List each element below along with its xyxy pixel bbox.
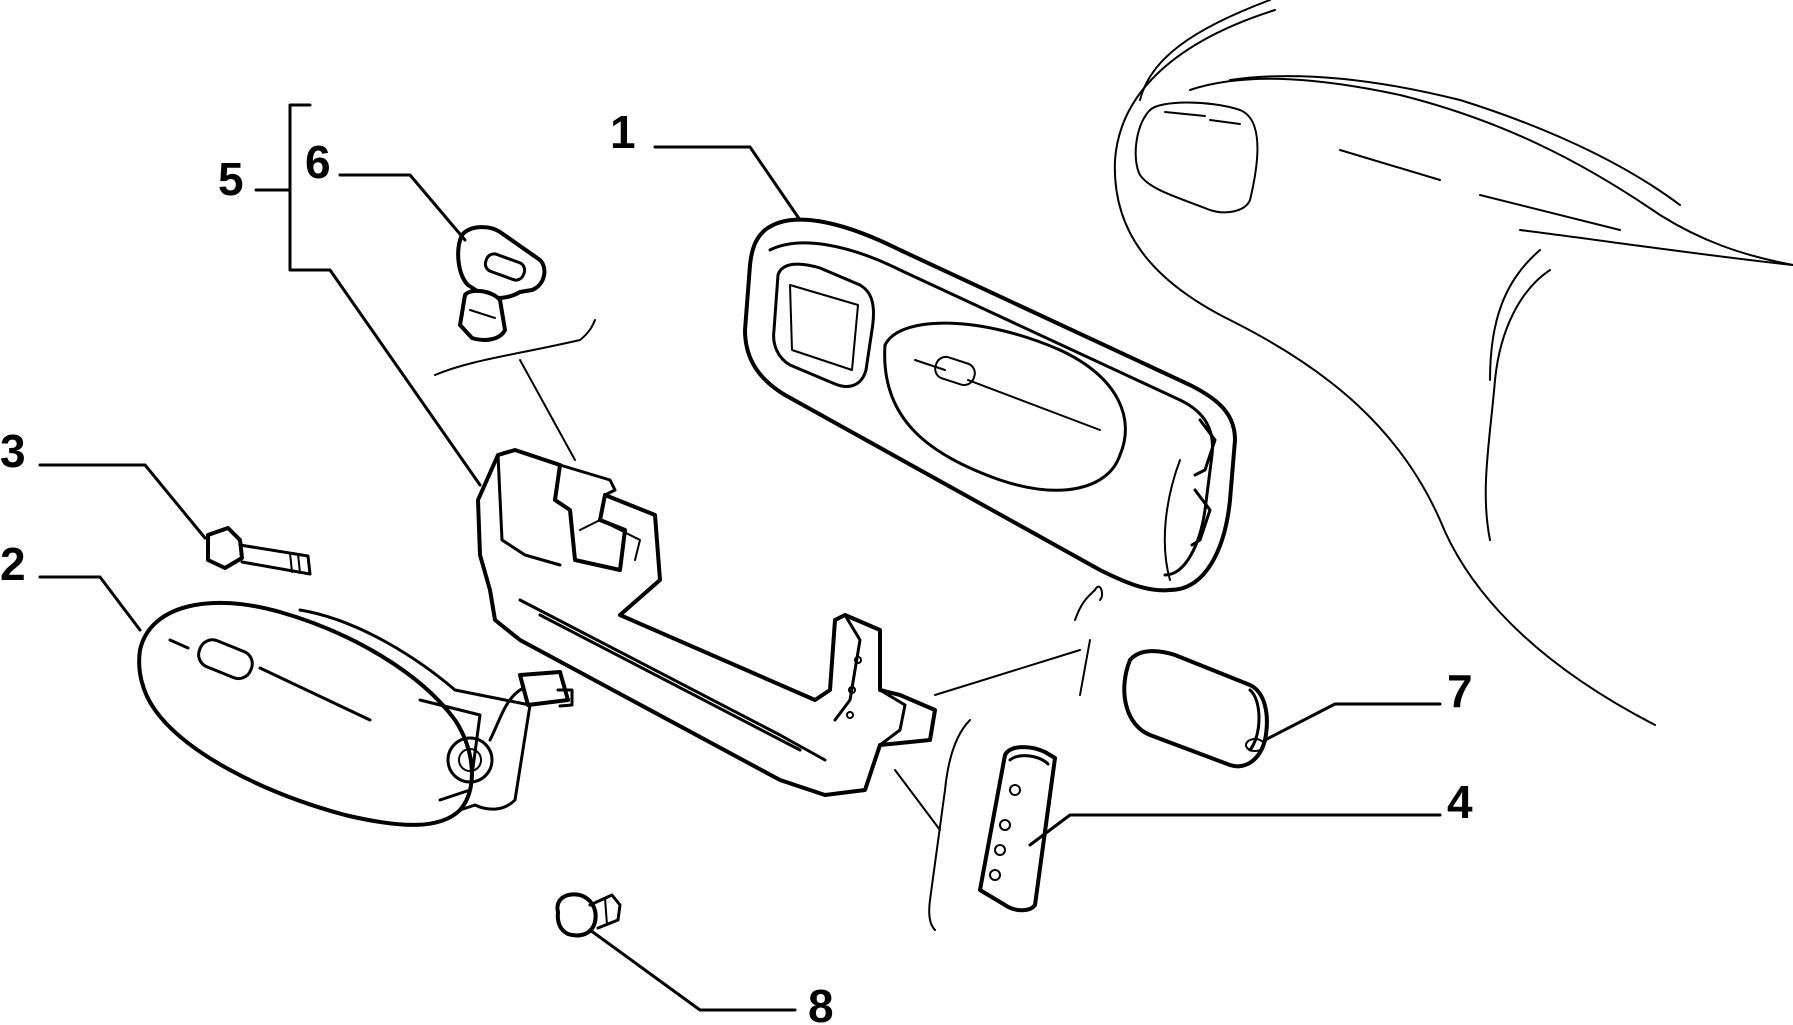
callout-labels: 1 2 3 4 5 6 7 8: [0, 106, 1473, 1025]
part-4-bracket-plate: [978, 745, 1057, 913]
cut-lines: [434, 319, 1104, 931]
part-1-instrument-bezel: [743, 217, 1237, 593]
callout-2: 2: [0, 538, 26, 590]
callout-7: 7: [1447, 665, 1473, 717]
leader-lines: [38, 103, 1442, 1012]
callout-3: 3: [0, 425, 26, 477]
part-8-push-pin: [555, 892, 622, 938]
part-3-bolt: [206, 526, 312, 576]
callout-6: 6: [305, 136, 331, 188]
callout-8: 8: [808, 980, 834, 1025]
callout-4: 4: [1447, 776, 1473, 828]
callout-1: 1: [610, 106, 636, 158]
part-6-clip: [456, 225, 547, 342]
callout-5: 5: [218, 153, 244, 205]
part-2-instrument-cluster: [137, 600, 574, 827]
part-7-cylinder-pad: [1122, 649, 1269, 769]
part-5-mounting-frame: [476, 448, 937, 797]
dashboard-outline: [1113, 0, 1793, 726]
